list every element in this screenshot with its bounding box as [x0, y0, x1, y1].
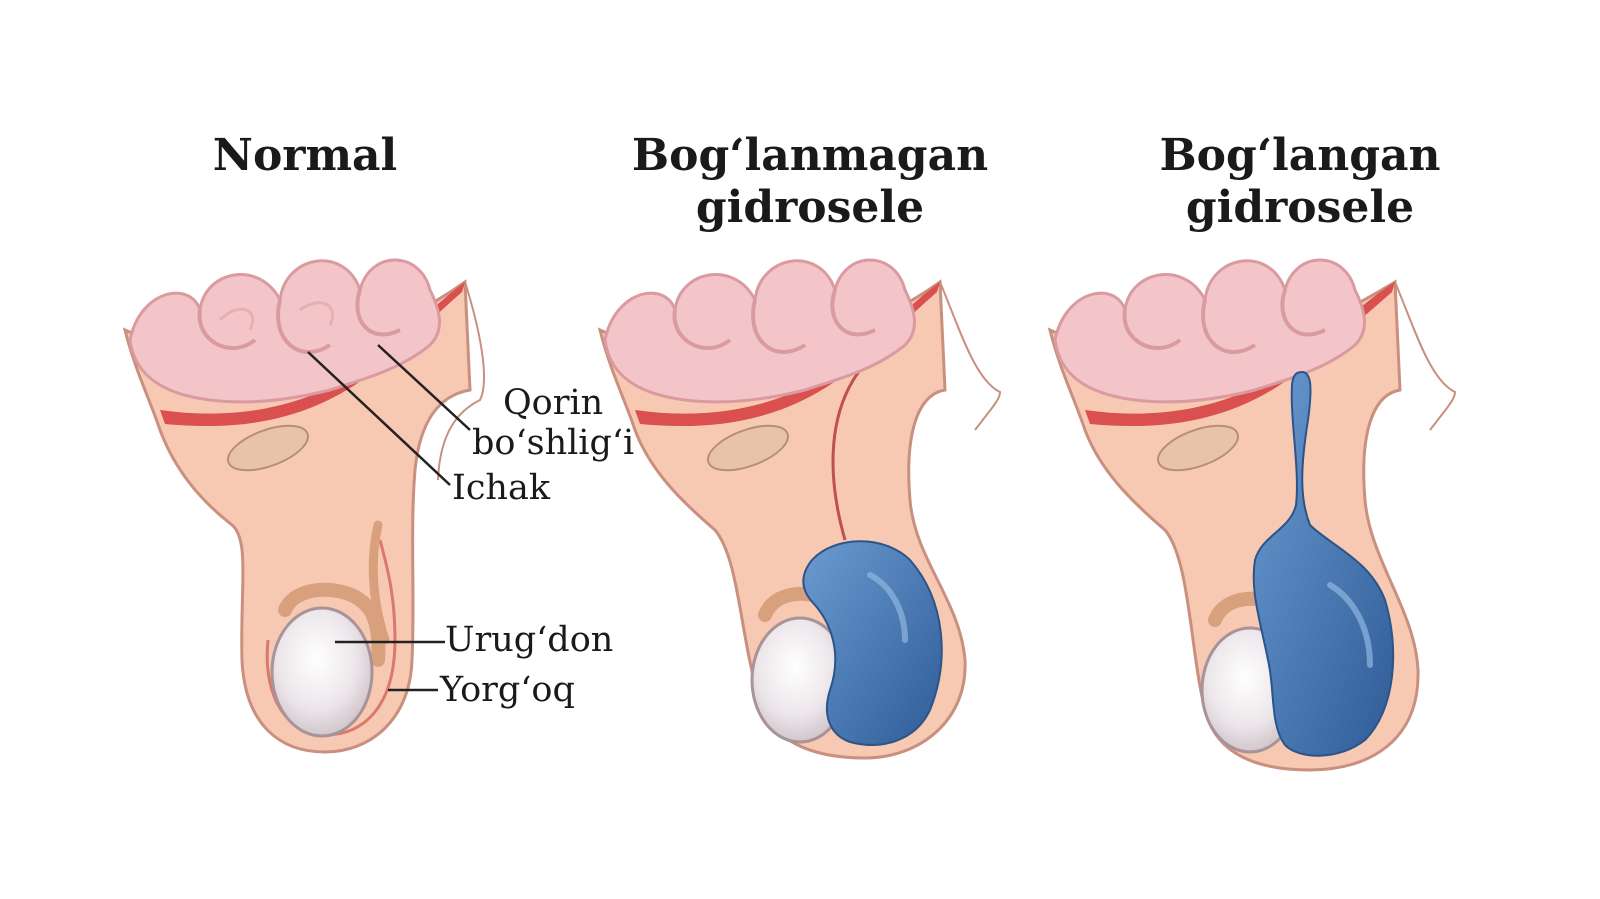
testis-normal: [270, 606, 374, 738]
label-scrotum: Yorg‘oq: [440, 670, 575, 710]
peritoneum-non-communicating: [1085, 282, 1395, 427]
peritoneum-communicating: [635, 282, 940, 427]
peritoneum-normal: [160, 282, 465, 427]
vessel-communicating: [707, 424, 789, 472]
panel-communicating: [597, 258, 1002, 760]
vessel-non-communicating: [1157, 424, 1239, 472]
skin-line-non-communicating: [1394, 281, 1457, 431]
label-peritoneum: Qorin bo‘shlig‘i: [472, 383, 635, 463]
title-non-communicating-hydrocele: Bog‘langan gidrosele: [1159, 130, 1441, 233]
label-intestine: Ichak: [452, 468, 551, 508]
intestine-communicating: [603, 258, 916, 404]
intestine-non-communicating: [1053, 258, 1366, 404]
panel-non-communicating: [1047, 258, 1457, 772]
panel-normal: [122, 258, 485, 754]
skin-line-normal: [437, 281, 485, 481]
fluid-communicating: [802, 540, 943, 746]
title-communicating-hydrocele: Bog‘lanmagan gidrosele: [631, 130, 989, 233]
fluid-non-communicating: [1252, 370, 1395, 757]
vessel-normal: [227, 424, 309, 472]
intestine-normal: [128, 258, 441, 404]
title-normal: Normal: [212, 130, 398, 181]
label-testis: Urug‘don: [445, 620, 614, 660]
epididymis-normal: [278, 582, 386, 667]
skin-line-communicating: [939, 281, 1002, 431]
leader-lines: [307, 344, 471, 692]
processus-communicating: [831, 369, 862, 541]
